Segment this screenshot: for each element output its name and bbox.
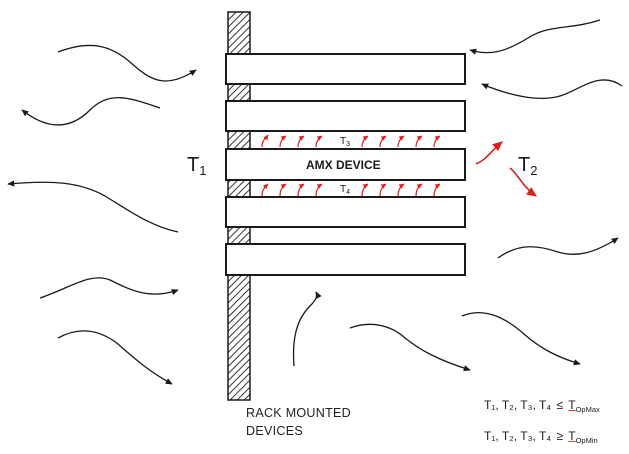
heat-arrow <box>261 134 269 148</box>
heat-arrow <box>397 183 405 197</box>
rack-device-4 <box>225 196 466 228</box>
airflow-arrow <box>57 44 197 82</box>
airflow-arrows-left <box>7 44 197 385</box>
operating-conditions: T₁, T₂, T₃, T₄ ≤ TOpMax T₁, T₂, T₃, T₄ ≥… <box>484 392 600 454</box>
airflow-arrow <box>21 97 161 126</box>
thermal-diagram: AMX DEVICE T3 T4 T1 T2 <box>7 11 623 401</box>
airflow-arrow <box>461 311 581 366</box>
exhaust-arrow-lower <box>509 167 537 197</box>
heat-arrow <box>279 183 287 197</box>
t2-label: T2 <box>518 154 537 178</box>
caption-line-1: RACK MOUNTED <box>246 406 351 420</box>
heat-arrows-upper <box>261 134 441 148</box>
heat-arrow <box>297 183 305 197</box>
airflow-arrow <box>349 323 471 372</box>
rack-device-5 <box>225 243 466 276</box>
caption-line-2: DEVICES <box>246 424 303 438</box>
heat-arrow <box>433 135 441 148</box>
heat-arrow <box>379 135 387 148</box>
amx-device-label: AMX DEVICE <box>306 158 381 172</box>
heat-arrow <box>261 183 269 197</box>
rack-device-1 <box>225 53 466 85</box>
t4-label: T4 <box>340 184 350 196</box>
airflow-arrow <box>39 277 179 299</box>
airflow-arrow <box>292 291 322 367</box>
rack-devices <box>225 53 466 276</box>
heat-arrow <box>415 135 423 148</box>
airflow-arrow <box>57 330 173 385</box>
airflow-arrow <box>7 180 179 233</box>
heat-arrow <box>361 183 369 197</box>
exhaust-arrow-upper <box>475 141 503 165</box>
diagram-canvas: AMX DEVICE T3 T4 T1 T2 <box>7 11 623 401</box>
rack-mounted-devices-caption: RACK MOUNTED DEVICES <box>246 404 351 440</box>
rack-device-2 <box>225 100 466 132</box>
airflow-arrow <box>497 237 619 259</box>
heat-arrow <box>397 135 405 148</box>
heat-arrow <box>361 135 369 148</box>
t3-label: T3 <box>340 136 350 148</box>
heat-arrow <box>297 135 305 148</box>
t1-label: T1 <box>187 154 206 178</box>
airflow-arrow <box>469 19 601 55</box>
airflow-arrows-right <box>292 19 623 372</box>
exhaust-arrows <box>475 141 537 197</box>
airflow-arrow <box>481 79 623 99</box>
heat-arrow <box>415 183 423 197</box>
heat-arrow <box>379 183 387 197</box>
heat-arrow <box>279 135 287 148</box>
heat-arrows-lower <box>261 183 441 197</box>
amx-device-box <box>225 148 466 181</box>
max-condition: T₁, T₂, T₃, T₄ ≤ TOpMax <box>484 398 600 414</box>
heat-arrow <box>315 135 323 148</box>
heat-arrow <box>315 183 323 197</box>
heat-arrow <box>433 183 441 197</box>
min-condition: T₁, T₂, T₃, T₄ ≥ TOpMin <box>484 429 598 445</box>
